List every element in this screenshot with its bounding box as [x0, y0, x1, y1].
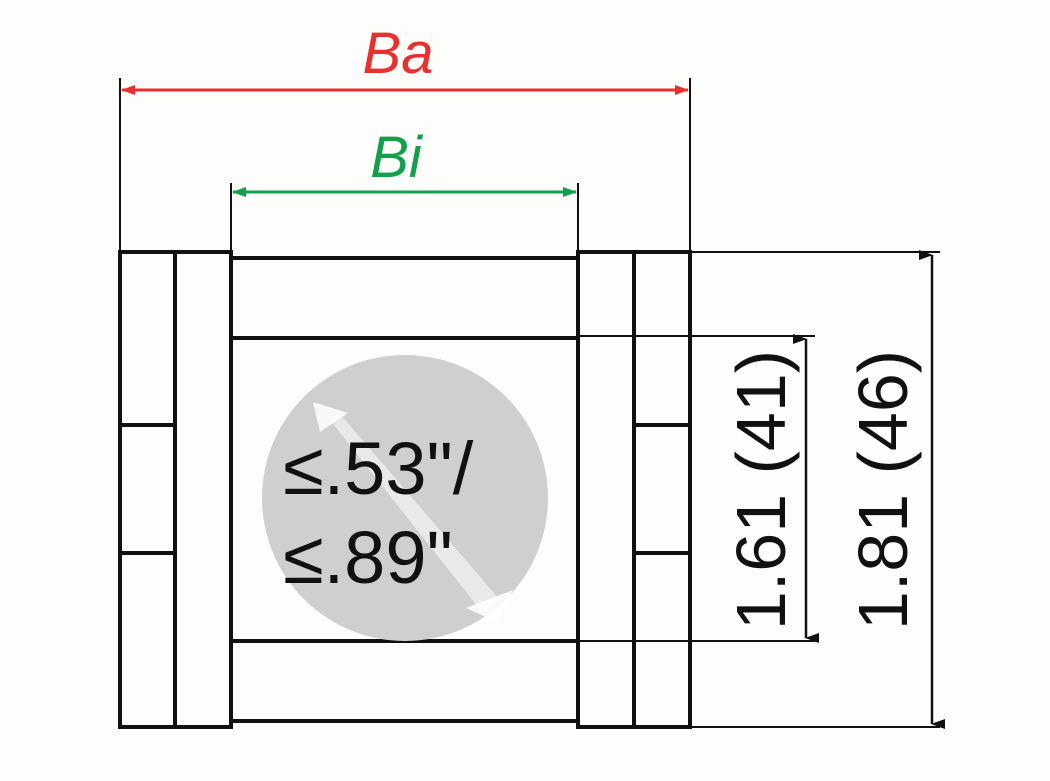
cable-diameter-indicator: ≤.53"/ ≤.89" — [262, 355, 548, 641]
arrow-in-circle-icon — [313, 402, 513, 622]
inner-width-label: Bi — [370, 125, 424, 190]
inner-height-label: 1.61 (41) — [722, 350, 800, 630]
outer-height-label: 1.81 (46) — [844, 350, 922, 630]
top-crossbar — [231, 256, 578, 340]
left-side-plate — [118, 250, 233, 729]
cable-size-line-2: ≤.89" — [283, 516, 453, 599]
outer-width-label: Ba — [363, 21, 434, 86]
right-side-plate — [576, 250, 692, 729]
cable-size-line-1: ≤.53"/ — [283, 427, 474, 510]
bottom-crossbar — [231, 639, 578, 723]
